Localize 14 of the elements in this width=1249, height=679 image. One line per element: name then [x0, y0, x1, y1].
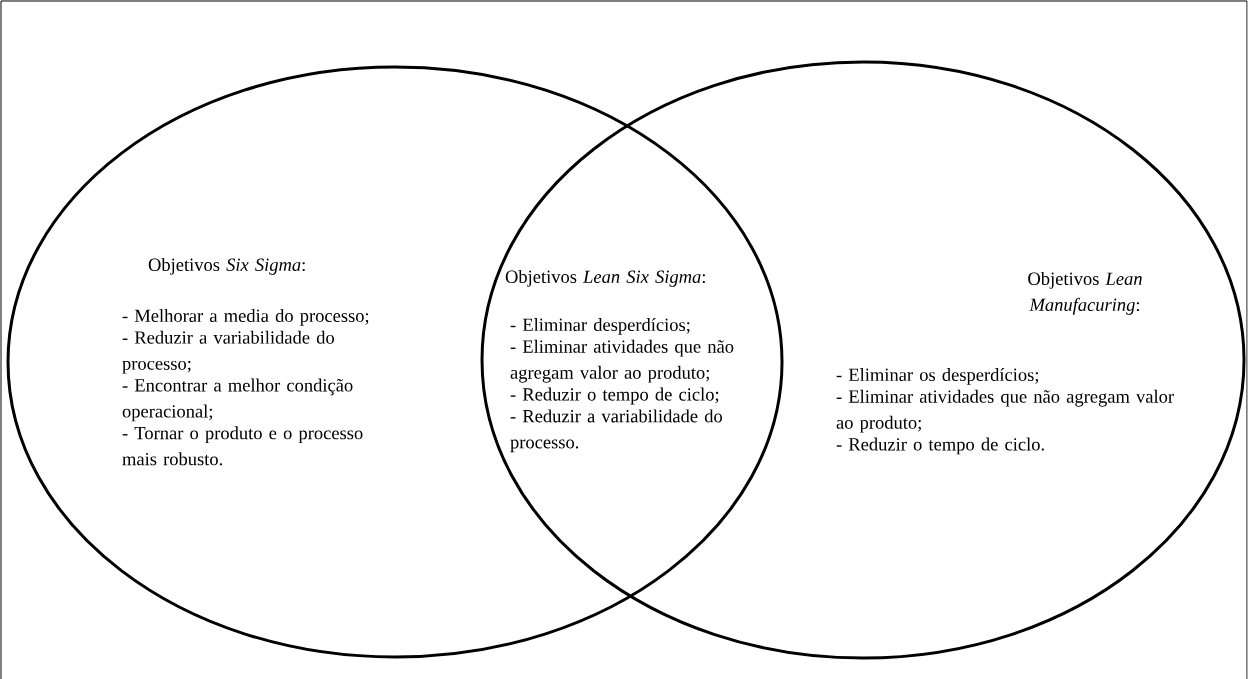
- bullet-item: - Tornar o produto e o processo mais robusto.: [122, 426, 363, 466]
- heading: Objetivos Lean Six Sigma:: [505, 270, 705, 287]
- bullet-item: - Reduzir a variabilidade do processo;: [122, 330, 334, 374]
- bullet-item: - Eliminar atividades que não agregam valor ao produto;: [836, 389, 1174, 433]
- heading: Objetivos Lean Manufacuring:: [1028, 272, 1142, 315]
- bullet-item: - Eliminar atividades que não agregam valor ao produto;: [510, 339, 734, 383]
- heading: Objetivos Six Sigma:: [148, 258, 305, 275]
- bullet-item: - Encontrar a melhor condição operacional;: [122, 378, 353, 422]
- bullet-item: - Reduzir a variabilidade do processo.: [510, 409, 722, 453]
- bullet-item: - Eliminar os desperdícios;: [836, 368, 1039, 385]
- bullet-item: - Reduzir o tempo de ciclo.: [836, 437, 1044, 455]
- bullet-item: - Melhorar a media do processo;: [122, 309, 369, 326]
- bullet-item: - Reduzir o tempo de ciclo;: [510, 387, 719, 405]
- bullet-item: - Eliminar desperdícios;: [510, 318, 690, 335]
